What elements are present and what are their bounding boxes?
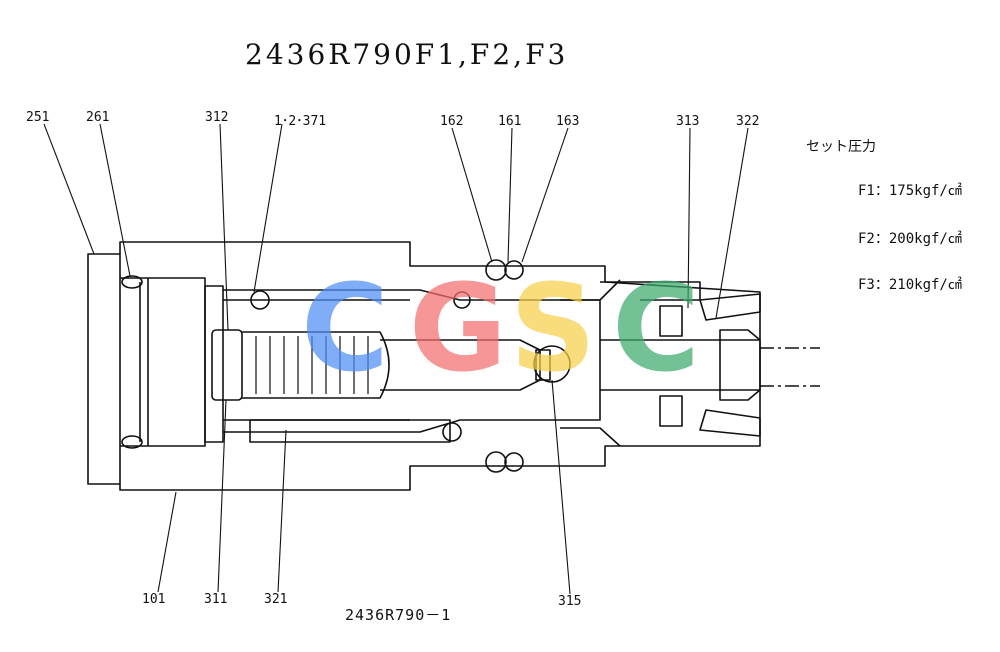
leader-312: [219, 123, 229, 331]
leader-101: [157, 491, 177, 593]
callout-371: 1･2･371: [274, 114, 327, 129]
leader-321: [277, 429, 287, 593]
callout-321: 321: [264, 592, 288, 607]
callout-162: 162: [440, 114, 464, 129]
drawing-title: 2436R790F1,F2,F3: [245, 38, 569, 71]
watermark-letter-4: C: [612, 260, 700, 399]
leader-371: [253, 123, 283, 293]
leader-313: [687, 127, 691, 309]
watermark-letter-2: G: [409, 260, 508, 399]
ball-371: [250, 290, 270, 310]
callout-315: 315: [558, 594, 582, 609]
set-pressure-heading: セット圧力: [806, 139, 876, 155]
screw-313: [659, 305, 683, 337]
cap-251: [87, 253, 121, 485]
watermark-letter-1: C: [301, 260, 389, 399]
piston-312: [211, 329, 243, 401]
callout-161: 161: [498, 114, 522, 129]
callout-251: 251: [26, 110, 50, 125]
spec-f2: F2：200kgf/㎠: [858, 231, 962, 247]
callout-312: 312: [205, 110, 229, 125]
callout-101: 101: [142, 592, 166, 607]
leader-251: [43, 123, 95, 255]
sleeve: [204, 285, 224, 443]
leader-161: [507, 127, 513, 263]
leader-261: [99, 123, 131, 277]
spec-f3: F3：210kgf/㎠: [858, 277, 962, 293]
seal-161: [504, 260, 524, 280]
leader-311: [217, 399, 227, 593]
leader-163: [521, 127, 569, 263]
drawing-number: 2436R790－1: [345, 606, 452, 624]
bore: [120, 277, 206, 447]
nut-322: [699, 293, 761, 321]
o-ring-261: [121, 275, 143, 289]
spec-f1: F1：175kgf/㎠: [858, 183, 962, 199]
watermark-letter-3: S: [510, 260, 596, 399]
callout-322: 322: [736, 114, 760, 129]
callout-261: 261: [86, 110, 110, 125]
callout-311: 311: [204, 592, 228, 607]
callout-313: 313: [676, 114, 700, 129]
seal-162: [485, 259, 507, 281]
guide-321: [249, 419, 451, 443]
callout-163: 163: [556, 114, 580, 129]
leader-322: [715, 127, 749, 319]
leader-315: [551, 379, 571, 595]
leader-162: [451, 127, 493, 263]
